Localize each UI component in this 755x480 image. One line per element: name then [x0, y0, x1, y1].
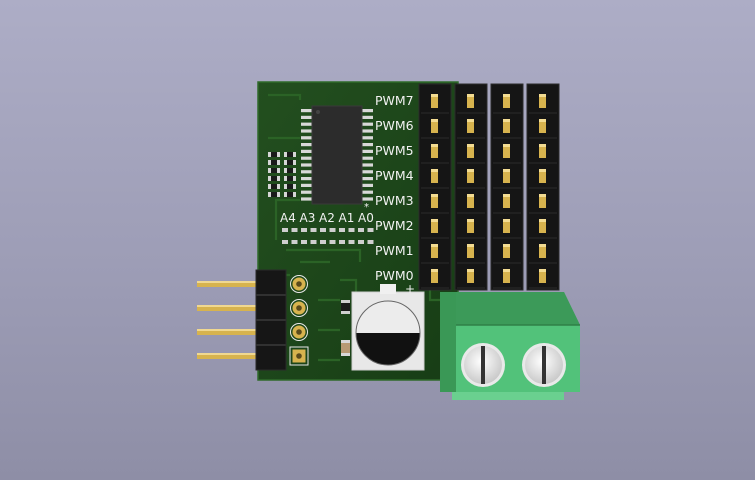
header-pin	[431, 94, 438, 108]
header-pin	[539, 169, 546, 183]
header-pin	[431, 169, 438, 183]
header-pin	[431, 194, 438, 208]
header-pin	[431, 219, 438, 233]
address-label-a1: A1	[339, 211, 355, 225]
header-pin	[503, 269, 510, 283]
header-pin	[539, 194, 546, 208]
header-pin	[503, 194, 510, 208]
header-pin	[503, 169, 510, 183]
header-pin	[467, 219, 474, 233]
header-pin	[503, 94, 510, 108]
smd-passives	[341, 300, 350, 356]
header-pin	[539, 244, 546, 258]
header-pin	[467, 94, 474, 108]
address-solder-pads	[282, 228, 374, 244]
address-label-a2: A2	[319, 211, 335, 225]
header-column-3	[527, 84, 559, 290]
pwm-label-pwm3: PWM3	[375, 193, 414, 208]
right-angle-header	[197, 269, 287, 371]
address-marker: *	[364, 202, 369, 213]
address-label-a4: A4	[280, 211, 296, 225]
header-pin	[539, 119, 546, 133]
header-pin	[467, 269, 474, 283]
header-pin	[539, 269, 546, 283]
address-label-a0: A0	[358, 211, 374, 225]
header-pin	[539, 219, 546, 233]
header-pin	[431, 119, 438, 133]
ic-chip	[301, 105, 373, 205]
header-column-0	[419, 84, 451, 290]
header-pin	[539, 94, 546, 108]
header-pin	[431, 269, 438, 283]
capacitor-polarity-mark: +	[405, 282, 415, 296]
header-column-1	[455, 84, 487, 290]
pwm-label-pwm7: PWM7	[375, 93, 414, 108]
header-pin	[467, 244, 474, 258]
header-pin	[467, 194, 474, 208]
pwm-pin-header	[418, 83, 560, 291]
header-pin	[431, 144, 438, 158]
screw-terminal-block	[440, 292, 580, 400]
address-label-a3: A3	[300, 211, 316, 225]
header-pin	[503, 119, 510, 133]
smd-resistor-array	[268, 152, 296, 197]
pwm-label-pwm6: PWM6	[375, 118, 414, 133]
pwm-label-pwm0: PWM0	[375, 268, 414, 283]
pwm-label-pwm1: PWM1	[375, 243, 414, 258]
pwm-label-pwm4: PWM4	[375, 168, 414, 183]
electrolytic-capacitor	[351, 284, 425, 371]
header-pin	[467, 119, 474, 133]
header-pin	[503, 244, 510, 258]
header-pin	[467, 144, 474, 158]
header-pin	[539, 144, 546, 158]
pwm-label-pwm5: PWM5	[375, 143, 414, 158]
header-pin	[467, 169, 474, 183]
pwm-label-pwm2: PWM2	[375, 218, 414, 233]
header-pin	[503, 144, 510, 158]
header-column-2	[491, 84, 523, 290]
header-solder-pads	[289, 275, 309, 366]
header-pin	[431, 244, 438, 258]
header-pin	[503, 219, 510, 233]
